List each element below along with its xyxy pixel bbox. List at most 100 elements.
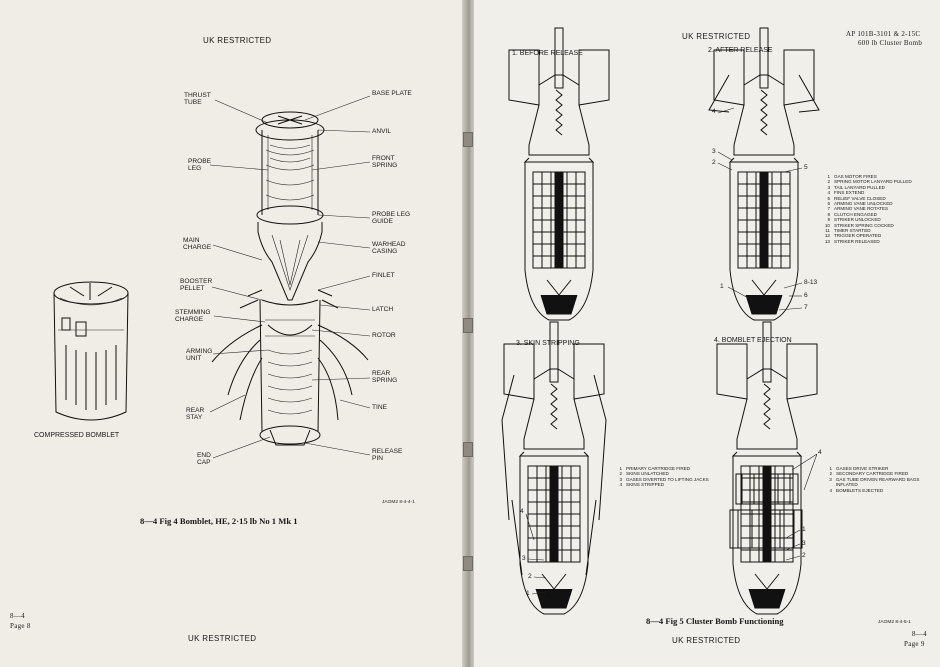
compressed-bomblet-drawing: [53, 281, 129, 421]
callout-ejection-4: 4: [818, 449, 822, 456]
label-latch: LATCH: [372, 306, 394, 313]
legend-item-text: FINS EXTEND: [834, 190, 865, 196]
legend-item-number: 12: [824, 233, 830, 239]
staple: [463, 132, 473, 147]
legend-item-text: CLUTCH ENGAGED: [834, 211, 877, 217]
bomblet-cutaway-drawing: [53, 95, 371, 459]
legend-item-text: SPRING MOTOR LANYARD PULLED: [834, 179, 912, 185]
legend-item-text: BOMBLETS EJECTED: [836, 487, 884, 493]
legend-item-number: 13: [824, 238, 830, 244]
label-front-spring: FRONT SPRING: [372, 155, 398, 170]
label-base-plate: BASE PLATE: [372, 90, 412, 97]
label-rear-spring: REAR SPRING: [372, 370, 398, 385]
legend-item-text: GASES DRIVE STRIKER: [836, 466, 889, 471]
label-booster-pellet: BOOSTER PELLET: [180, 278, 213, 293]
callout-after-7: 7: [804, 304, 808, 311]
label-anvil: ANVIL: [372, 128, 392, 135]
label-rear-stay: REAR STAY: [186, 407, 205, 422]
label-main-charge: MAIN CHARGE: [183, 237, 212, 252]
compressed-bomblet-label: COMPRESSED BOMBLET: [34, 432, 120, 439]
left-page: UK RESTRICTED: [0, 0, 466, 667]
legend-item: 8 CLUTCH ENGAGED: [822, 212, 912, 217]
right-page-number: Page 9: [904, 640, 925, 648]
legend-item: 3 TAIL LANYARD PULLED: [822, 185, 912, 190]
right-page-section: 8—4: [912, 630, 927, 638]
callout-after-1: 1: [720, 283, 724, 290]
legend-item: 2 SKINS UNLATCHED: [614, 471, 709, 476]
callout-after-2: 2: [712, 159, 716, 166]
legend-item: 10 STRIKER SPRING COCKED: [822, 223, 912, 228]
legend-item-text: SECONDARY CARTRIDGE FIRED: [836, 471, 909, 477]
label-rotor: ROTOR: [372, 332, 396, 339]
label-probe-leg: PROBE LEG: [188, 158, 212, 173]
right-figure-code: JAOM2 8-4-5-1: [878, 620, 911, 625]
bomb-before-release: [508, 27, 610, 321]
legend-item-number: 3: [827, 184, 830, 190]
callout-after-8-13: 8-13: [804, 279, 818, 286]
left-page-section: 8—4: [10, 612, 25, 620]
callout-skin-4: 4: [520, 508, 524, 515]
legend-item-text: ARMING VANE UNLOCKED: [834, 201, 893, 207]
legend-item-text: STRIKER RELEASED: [834, 238, 880, 244]
right-leader-lines: [525, 107, 818, 595]
legend-item-text: STRIKER SPRING COCKED: [834, 222, 894, 228]
right-page: UK RESTRICTED AP 101B-3101 & 2-15C 600 l…: [474, 0, 940, 667]
staple: [463, 442, 473, 457]
legend-item-text: GASES DIVERTED TO LIFTING JACKS: [626, 476, 709, 482]
legend-item-text: SKINS STRIPPED: [626, 482, 665, 488]
bomb-skin-stripping: [503, 321, 605, 615]
legend-item-number: 10: [824, 222, 830, 228]
legend-item-text: GAS TUBE DRIVEN REARWARD BAGS INFLATED: [835, 476, 920, 488]
legend-item-number: 7: [827, 206, 830, 212]
staple: [463, 556, 473, 571]
legend-item-number: 2: [619, 471, 622, 477]
bomblet-cutaway: [211, 111, 369, 446]
legend-item-number: 3: [619, 476, 622, 482]
legend-item-text: STRIKER UNLOCKED: [834, 217, 881, 223]
callout-after-4: 4: [712, 108, 716, 115]
legend-item-text: SKINS UNLATCHED: [626, 471, 669, 477]
callout-ejection-1: 1: [802, 526, 806, 533]
callout-ejection-2: 2: [802, 552, 806, 559]
left-header: UK RESTRICTED: [203, 36, 272, 45]
left-figure-caption: 8—4 Fig 4 Bomblet, HE, 2·15 lb No 1 Mk 1: [140, 516, 298, 526]
panel-title-before-release: 1. BEFORE RELEASE: [512, 50, 583, 57]
legend-item-number: 8: [827, 211, 830, 217]
left-leader-lines: [209, 95, 371, 459]
label-stemming-charge: STEMMING CHARGE: [175, 309, 211, 324]
label-tine: TINE: [372, 404, 388, 411]
legend-item-text: TAIL LANYARD PULLED: [834, 184, 885, 190]
legend-item-number: 6: [827, 201, 830, 207]
label-probe-leg-guide: PROBE LEG GUIDE: [372, 211, 411, 226]
callout-skin-1: 1: [526, 590, 530, 597]
panel-title-bomblet-ejection: 4. BOMBLET EJECTION: [714, 337, 792, 344]
callout-skin-2: 2: [528, 573, 532, 580]
legend-item-number: 2: [829, 471, 832, 477]
legend-item-text: RELIEF VALVE CLOSED: [834, 195, 886, 201]
bomb-bomblet-ejection: [716, 321, 818, 615]
left-figure-code: JAOM2 8-4-4-1: [382, 500, 415, 505]
left-page-number: Page 8: [10, 622, 31, 630]
callout-ejection-3: 3: [802, 540, 806, 547]
legend-item: 6 ARMING VANE UNLOCKED: [822, 201, 912, 206]
legend-item-text: PRIMARY CARTRIDGE FIRED: [626, 466, 691, 471]
callout-after-3: 3: [712, 148, 716, 155]
label-thrust-tube: THRUST TUBE: [184, 92, 211, 107]
label-end-cap: END CAP: [197, 452, 211, 467]
label-release-pin: RELEASE PIN: [372, 448, 403, 463]
label-finlet: FINLET: [372, 272, 395, 279]
right-figure-caption: 8—4 Fig 5 Cluster Bomb Functioning: [646, 616, 784, 626]
cluster-bomb-functioning-drawing: [501, 27, 820, 615]
